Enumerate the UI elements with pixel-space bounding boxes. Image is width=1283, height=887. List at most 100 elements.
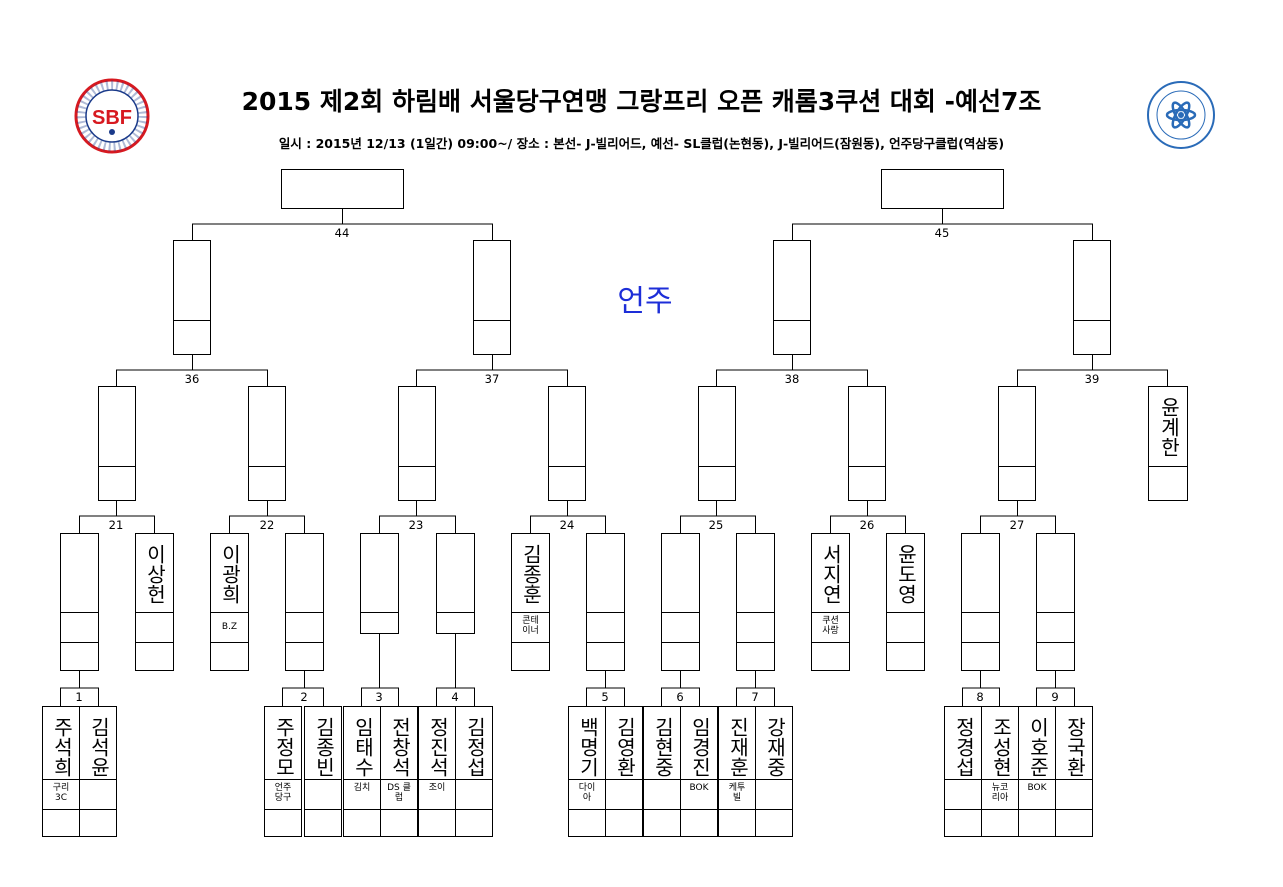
player-slot-p15: 정경섭: [944, 706, 982, 837]
slot-27a: [961, 533, 1000, 671]
player-club: 다이 아: [578, 783, 596, 803]
match-number: 44: [327, 227, 357, 239]
player-slot-p17: 이호준 BOK: [1018, 706, 1056, 837]
player-name: 장국환: [1063, 717, 1087, 777]
match-number: 7: [740, 691, 770, 703]
player-club: 뉴코 리아: [991, 783, 1009, 803]
match-number: 45: [927, 227, 957, 239]
match-number: 39: [1077, 373, 1107, 385]
player-club: 콘테 이너: [522, 616, 539, 636]
player-name: 진재훈: [726, 717, 750, 777]
slot-45b: [1073, 240, 1111, 355]
player-club: BOK: [689, 783, 709, 793]
match-number: 9: [1040, 691, 1070, 703]
player-slot-p10: 김영환: [605, 706, 643, 837]
slot-25b: [736, 533, 775, 671]
slot-44b: [473, 240, 511, 355]
match-number: 4: [440, 691, 470, 703]
sbf-logo-text: SBF: [92, 107, 132, 129]
player-name: 주정모: [272, 717, 296, 777]
slot-37a: [398, 386, 436, 501]
player-club: DS 클럽: [387, 783, 411, 803]
player-name: 김정섭: [463, 717, 487, 777]
match-number: 6: [665, 691, 695, 703]
player-slot-p6: 전창석 DS 클럽: [380, 706, 418, 837]
player-name: 강재중: [763, 717, 787, 777]
match-number: 36: [177, 373, 207, 385]
player-name: 이호준: [1026, 717, 1050, 777]
player-name: 주석희: [50, 717, 74, 777]
player-name: 임태수: [351, 717, 375, 777]
match-number: 27: [1002, 519, 1032, 531]
sports-council-logo: [1147, 81, 1215, 149]
slot-23b: [436, 533, 475, 634]
slot-23a: [360, 533, 399, 634]
player-club: 케투 빌: [728, 783, 746, 803]
player-slot-p8: 김정섭: [455, 706, 493, 837]
match-number: 25: [701, 519, 731, 531]
venue-label: 언주: [617, 284, 673, 319]
player-club: 조이: [428, 783, 446, 793]
slot-45a: [773, 240, 811, 355]
slot-38a: [698, 386, 736, 501]
slot-36a: [98, 386, 136, 501]
slot-39b: 윤계한: [1148, 386, 1188, 501]
player-name: 김종훈: [519, 544, 543, 604]
match-number: 22: [252, 519, 282, 531]
slot-21b: 이상헌: [135, 533, 174, 671]
slot-36b: [248, 386, 286, 501]
player-name: 조성현: [989, 717, 1013, 777]
slot-26a: 서지연 쿠션 사랑: [811, 533, 850, 671]
player-name: 김영환: [613, 717, 637, 777]
player-name: 김석윤: [87, 717, 111, 777]
player-name: 김현중: [651, 717, 675, 777]
player-club: 쿠션 사랑: [822, 616, 839, 636]
match-number: 1: [64, 691, 94, 703]
slot-37b: [548, 386, 586, 501]
sbf-logo: SBF: [74, 78, 150, 154]
player-name: 이상헌: [143, 544, 167, 604]
player-name: 김종빈: [312, 717, 336, 777]
slot-38b: [848, 386, 886, 501]
match-number: 38: [777, 373, 807, 385]
player-club: 언주 당구: [274, 783, 292, 803]
player-club: BOK: [1027, 783, 1047, 793]
player-slot-p11: 김현중: [643, 706, 681, 837]
slot-24a: 김종훈 콘테 이너: [511, 533, 550, 671]
slot-27b: [1036, 533, 1075, 671]
player-slot-p2: 김석윤: [79, 706, 117, 837]
player-name: 서지연: [819, 544, 843, 604]
slot-25a: [661, 533, 700, 671]
slot-39a: [998, 386, 1036, 501]
player-name: 윤도영: [894, 544, 918, 604]
player-slot-p14: 강재중: [755, 706, 793, 837]
player-club: 구리 3C: [52, 783, 70, 803]
match-number: 26: [852, 519, 882, 531]
player-club: B.Z: [221, 622, 238, 632]
slot-44a: [173, 240, 211, 355]
slot-22a: 이광희 B.Z: [210, 533, 249, 671]
match-number: 3: [364, 691, 394, 703]
final-slot-right: [881, 169, 1004, 209]
player-slot-p12: 임경진 BOK: [680, 706, 718, 837]
player-club: 김치: [353, 783, 371, 793]
match-number: 2: [289, 691, 319, 703]
player-name: 백명기: [576, 717, 600, 777]
player-slot-p18: 장국환: [1055, 706, 1093, 837]
player-name: 정경섭: [952, 717, 976, 777]
player-name: 임경진: [688, 717, 712, 777]
match-number: 8: [965, 691, 995, 703]
player-name: 정진석: [426, 717, 450, 777]
player-name: 전창석: [388, 717, 412, 777]
player-name: 윤계한: [1157, 397, 1181, 457]
page-title: 2015 제2회 하림배 서울당구연맹 그랑프리 오픈 캐롬3쿠션 대회 -예선…: [241, 87, 1042, 116]
